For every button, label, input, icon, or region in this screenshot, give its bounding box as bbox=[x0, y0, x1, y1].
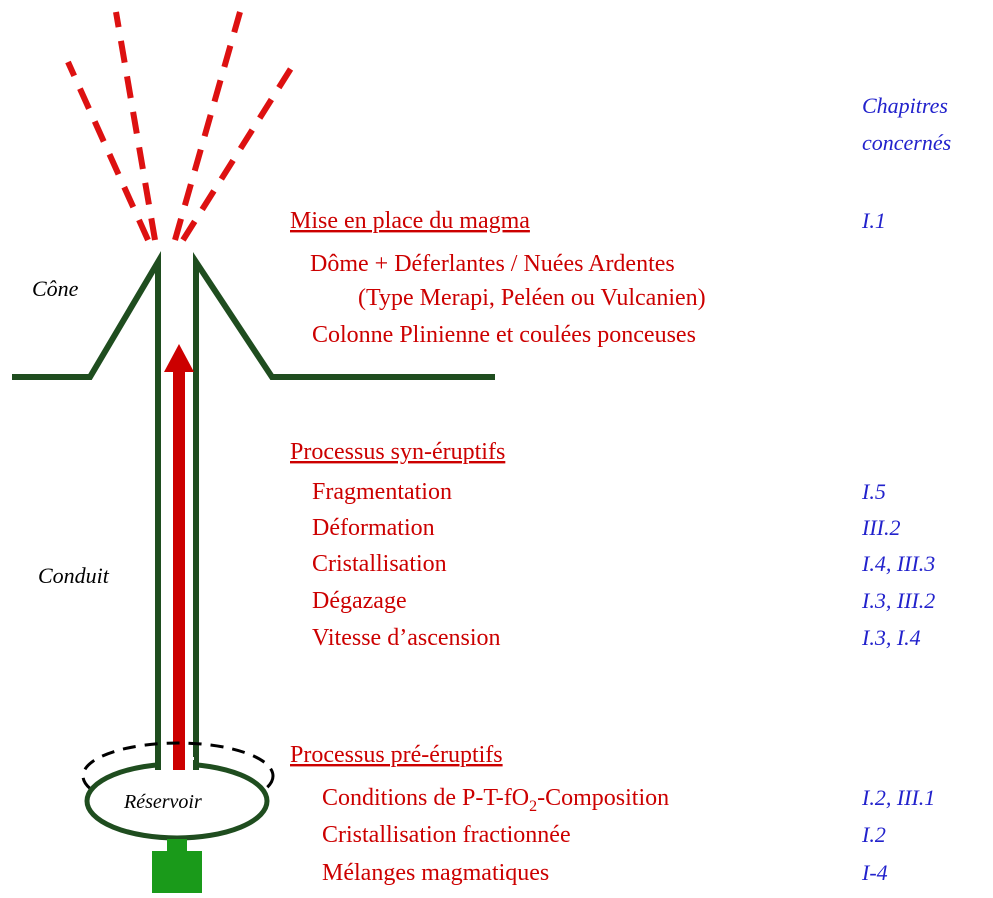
chapters-header-line1: Chapitres bbox=[862, 93, 948, 118]
arrow-shaft bbox=[173, 368, 185, 768]
volcano-structure bbox=[12, 251, 495, 767]
section-title: Mise en place du magma bbox=[290, 208, 530, 234]
reservoir-label: Réservoir bbox=[123, 791, 202, 813]
plume-dash-1 bbox=[65, 60, 151, 242]
arrow-shaft-bottom bbox=[173, 756, 185, 770]
reservoir-dashed-outline bbox=[81, 741, 275, 811]
cone-label: Cône bbox=[32, 276, 79, 301]
list-item: Colonne Plinienne et coulées ponceuses bbox=[312, 322, 696, 348]
item-text-subscript: 2 bbox=[529, 798, 537, 815]
list-item: Fragmentation bbox=[312, 479, 452, 505]
eruption-plume bbox=[65, 11, 298, 242]
arrow-head bbox=[164, 344, 194, 372]
list-item-chapter: I.3, I.4 bbox=[861, 625, 921, 650]
reservoir bbox=[81, 741, 275, 841]
feeder-cap bbox=[167, 839, 187, 853]
list-item-chapter: I.2 bbox=[861, 822, 886, 847]
list-item-chapter: I.3, III.2 bbox=[861, 588, 935, 613]
list-item: Dôme + Déferlantes / Nuées Ardentes bbox=[310, 251, 675, 277]
chapters-header-line2: concernés bbox=[862, 130, 951, 155]
magma-feeder bbox=[152, 839, 202, 893]
plume-dash-2 bbox=[113, 11, 158, 241]
cone-right-flank bbox=[193, 252, 495, 767]
plume-dash-3 bbox=[172, 11, 243, 241]
list-item: Cristallisation bbox=[312, 551, 447, 577]
magma-ascent-arrow bbox=[164, 344, 194, 768]
list-item: Conditions de P-T-fO2-Composition bbox=[322, 785, 669, 815]
list-item: Dégazage bbox=[312, 588, 407, 614]
cone-left-flank bbox=[12, 251, 161, 767]
section-chapter: I.1 bbox=[861, 208, 886, 233]
section-syn-eruptive: Processus syn-éruptifs Fragmentation I.5… bbox=[290, 439, 935, 651]
section-title: Processus syn-éruptifs bbox=[290, 439, 505, 465]
list-item-chapter: I-4 bbox=[861, 860, 888, 885]
list-item: Vitesse d’ascension bbox=[312, 625, 501, 651]
section-emplacement: Mise en place du magma I.1 Dôme + Déferl… bbox=[290, 208, 886, 348]
item-text-main: Conditions de P-T-fO bbox=[322, 785, 529, 811]
list-item-chapter: I.5 bbox=[861, 479, 886, 504]
list-item-chapter: I.4, III.3 bbox=[861, 551, 935, 576]
list-item: Mélanges magmatiques bbox=[322, 860, 549, 886]
list-item-chapter: III.2 bbox=[861, 515, 900, 540]
section-pre-eruptive: Processus pré-éruptifs Conditions de P-T… bbox=[290, 742, 935, 886]
list-item: Déformation bbox=[312, 515, 435, 541]
conduit-label: Conduit bbox=[38, 563, 110, 588]
list-item-chapter: I.2, III.1 bbox=[861, 785, 935, 810]
section-title: Processus pré-éruptifs bbox=[290, 742, 503, 768]
list-item: Cristallisation fractionnée bbox=[322, 822, 571, 848]
item-text-tail: -Composition bbox=[537, 785, 669, 811]
list-item: (Type Merapi, Peléen ou Vulcanien) bbox=[358, 285, 706, 311]
feeder-stem bbox=[152, 851, 202, 893]
